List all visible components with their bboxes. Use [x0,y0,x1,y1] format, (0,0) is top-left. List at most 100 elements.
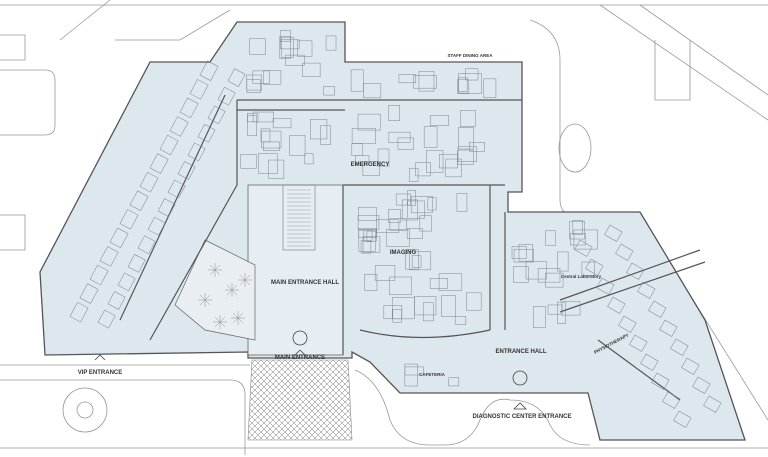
room [129,190,149,211]
label-vip-entrance: VIP ENTRANCE [78,370,123,376]
room [374,265,396,281]
room [662,391,681,409]
room [640,353,659,371]
tree-icon [204,294,211,301]
label-entrance-hall: ENTRANCE HALL [496,349,547,355]
room [418,71,435,92]
room [268,159,285,179]
tree-icon [209,264,216,271]
room [107,291,126,310]
diagnostic-entrance-arrow-icon [513,402,527,410]
room [157,198,176,217]
room [525,261,547,280]
room [383,305,403,320]
tree-icon [231,284,238,291]
tree-icon [214,264,221,271]
tree-icon [219,316,226,323]
room [407,200,425,219]
room [358,228,377,238]
room [513,249,534,263]
room [648,300,667,318]
room [289,135,306,156]
room [207,105,226,125]
room [280,30,291,42]
room [358,206,377,221]
room [615,243,634,261]
tree-icon [237,317,244,324]
room [263,141,280,151]
tree-icon [226,289,233,296]
rooms [69,30,722,428]
room [406,228,423,239]
room [561,301,581,316]
label-main-entrance-hall: MAIN ENTRANCE HALL [271,280,339,286]
room [533,306,546,328]
room [395,193,411,206]
room [310,119,328,140]
room [377,148,390,167]
room [119,209,139,230]
room [618,315,637,333]
room [240,154,257,169]
room [263,70,282,85]
room [404,363,418,387]
room [246,79,261,93]
room [357,113,381,131]
room [557,301,566,325]
room [388,209,401,223]
room [414,296,437,316]
room [409,251,432,271]
room [457,146,477,162]
room [585,258,604,276]
room [419,215,432,232]
vip-entrance-arrow-icon [94,354,106,361]
room [351,128,376,144]
room [626,262,645,280]
tree-icon [214,321,221,328]
room [302,62,321,77]
room [363,83,382,99]
room [358,229,376,252]
room [187,142,206,162]
stair-treads [287,189,311,247]
tree-icon [239,279,246,286]
tree-icon [209,269,216,276]
room [401,199,418,221]
room [574,239,593,257]
room [360,240,372,254]
room [355,155,370,165]
room [217,86,236,106]
room [438,273,463,291]
room [456,193,468,212]
room [189,79,209,100]
tree-icon [199,299,206,306]
room [673,410,692,428]
tree-icon [226,284,233,291]
room [670,338,689,356]
room [572,220,583,235]
room [362,236,381,253]
room [457,79,470,94]
room [139,171,159,193]
main-entrance-arrow-icon [293,349,307,357]
room [79,283,99,304]
corridors [119,94,706,401]
room [227,68,246,87]
room [438,154,458,169]
room [247,115,258,136]
room [97,309,116,329]
room [518,244,533,262]
room [258,153,278,174]
room [127,254,146,273]
room [413,75,437,89]
room [441,295,456,317]
room [199,60,219,81]
room [426,150,444,173]
room [362,161,380,176]
room [659,319,678,337]
room [397,137,414,150]
room [137,235,156,255]
tree-icon [244,274,251,281]
